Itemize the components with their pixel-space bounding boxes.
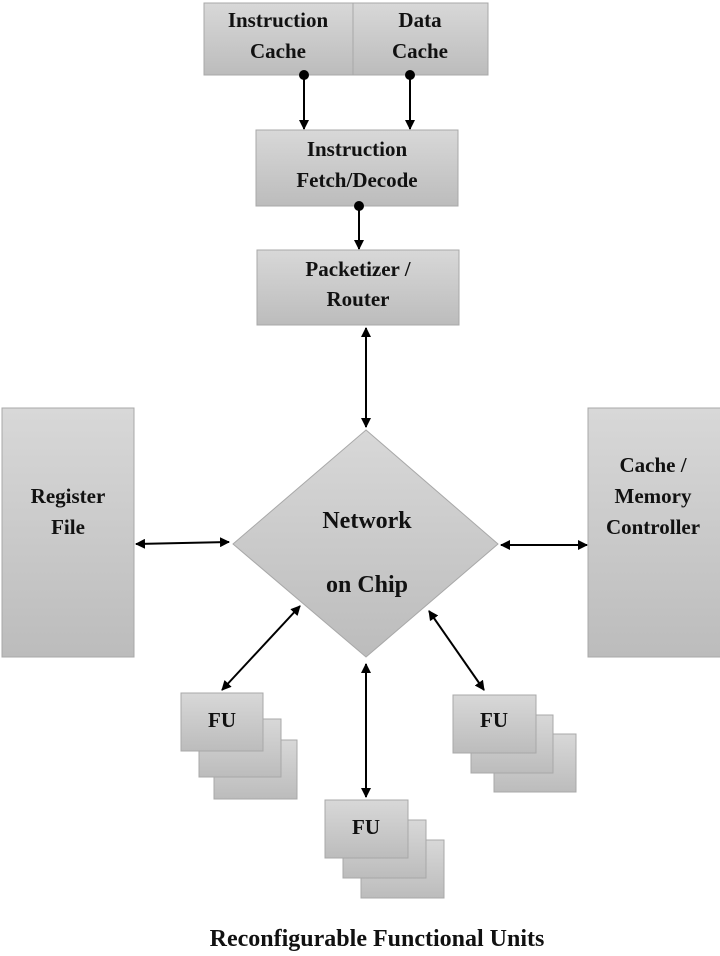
arrow-fu-right-noc [428, 610, 485, 691]
fetch-decode-label-1: Instruction [307, 137, 408, 161]
cache-to-fetch-arrows [299, 70, 415, 130]
fu-stack-right: FU [452, 694, 577, 793]
data-cache-label-1: Data [398, 8, 442, 32]
memory-controller-label-3: Controller [606, 515, 700, 539]
memory-controller-block: Cache / Memory Controller [587, 407, 720, 658]
memory-controller-label-1: Cache / [619, 453, 687, 477]
arrow-register-noc [135, 537, 230, 549]
instruction-cache-label-2: Cache [250, 39, 306, 63]
noc-label-2: on Chip [326, 572, 408, 598]
noc-label-1: Network [322, 508, 412, 534]
fu-stack-center: FU [324, 799, 445, 899]
fetch-decode-block: Instruction Fetch/Decode [255, 129, 459, 207]
diagram-caption: Reconfigurable Functional Units [210, 926, 545, 952]
register-file-label-2: File [51, 515, 85, 539]
fu-stack-left: FU [180, 692, 298, 800]
register-file-label-1: Register [31, 484, 106, 508]
fetch-decode-label-2: Fetch/Decode [296, 168, 417, 192]
packetizer-router-block: Packetizer / Router [256, 249, 460, 326]
packetizer-label-1: Packetizer / [305, 257, 411, 281]
instruction-cache-label-1: Instruction [228, 8, 329, 32]
fu-label: FU [480, 708, 508, 732]
memory-controller-label-2: Memory [615, 484, 692, 508]
network-on-chip-block: Network on Chip [232, 429, 499, 658]
packetizer-label-2: Router [327, 287, 390, 311]
data-cache-label-2: Cache [392, 39, 448, 63]
arrow-fu-left-noc [221, 605, 301, 691]
data-cache-block: Data Cache [352, 2, 489, 76]
fu-label: FU [352, 815, 380, 839]
fu-label: FU [208, 708, 236, 732]
instruction-cache-block: Instruction Cache [203, 2, 354, 76]
register-file-block: Register File [1, 407, 135, 658]
